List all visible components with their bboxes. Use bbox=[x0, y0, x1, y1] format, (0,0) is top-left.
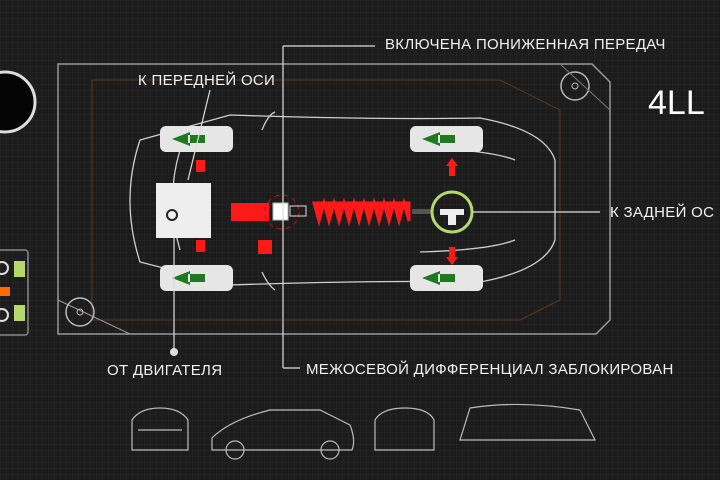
gauge-icon bbox=[0, 70, 37, 134]
arrow-left-icon bbox=[422, 132, 455, 146]
frame bbox=[57, 63, 611, 335]
center-diff-label: МЕЖОСЕВОЙ ДИФФЕРЕНЦИАЛ ЗАБЛОКИРОВАН bbox=[306, 361, 674, 378]
wheels bbox=[160, 126, 483, 291]
drive-mode-indicator: 4LL bbox=[648, 84, 705, 122]
drivetrain bbox=[156, 158, 474, 265]
rear-axle-label: К ЗАДНЕЙ ОС bbox=[610, 204, 715, 221]
leader-lines bbox=[173, 45, 600, 369]
wheel-front-left bbox=[160, 126, 233, 152]
wheel-front-right bbox=[160, 265, 233, 291]
front-axle-label: К ПЕРЕДНЕЙ ОСИ bbox=[138, 72, 276, 89]
transmission bbox=[156, 183, 211, 238]
red-arrows bbox=[196, 158, 458, 265]
arrow-left-icon bbox=[422, 271, 455, 285]
arrow-left-icon bbox=[172, 271, 205, 285]
car-views bbox=[131, 403, 596, 460]
mini-axle-schematic-icon bbox=[0, 249, 29, 336]
from-engine-label: ОТ ДВИГАТЕЛЯ bbox=[107, 362, 223, 379]
wheel-rear-left bbox=[410, 126, 483, 152]
low-gear-label: ВКЛЮЧЕНА ПОНИЖЕННАЯ ПЕРЕДАЧ bbox=[385, 36, 666, 53]
wheel-rear-right bbox=[410, 265, 483, 291]
